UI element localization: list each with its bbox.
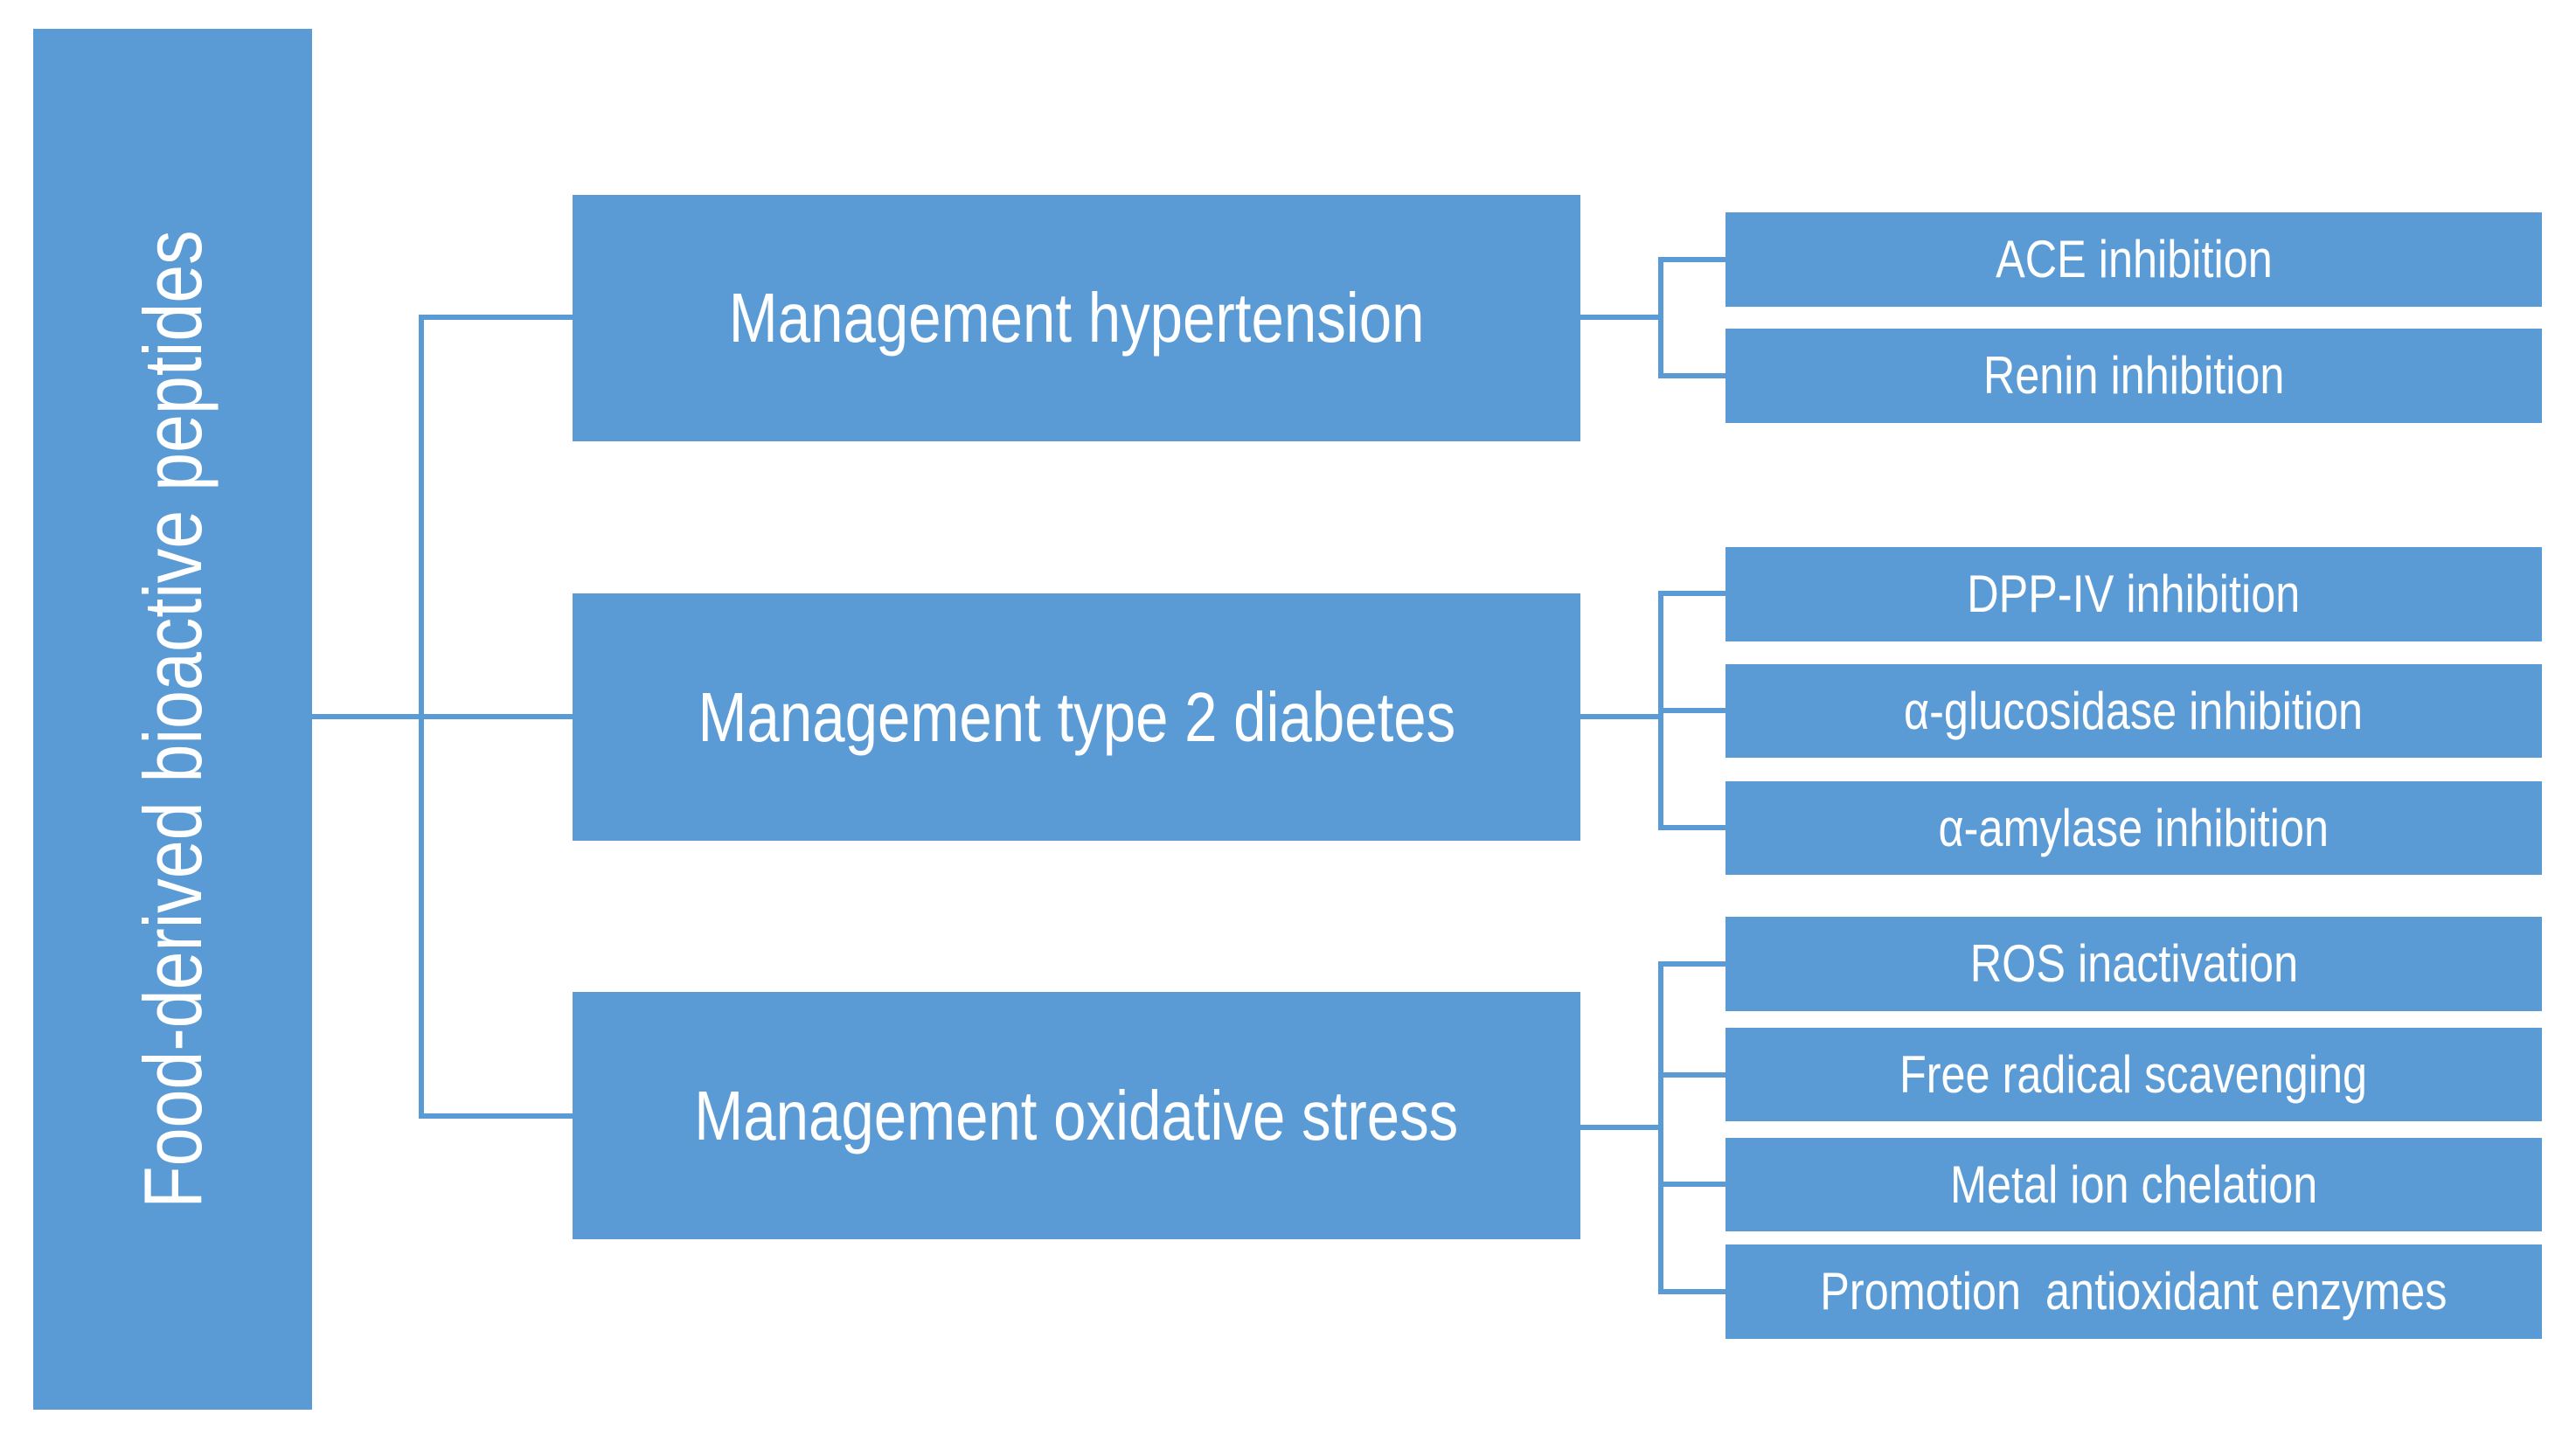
branch-node-label: Management type 2 diabetes	[698, 677, 1455, 756]
connector-to-ros-inactivation	[1658, 961, 1725, 967]
connector-root-to-trunk	[312, 714, 577, 719]
leaf-node-label: Promotion antioxidant enzymes	[1820, 1262, 2448, 1321]
connector-left-trunk	[419, 315, 424, 1119]
leaf-node-label: ACE inhibition	[1995, 230, 2273, 288]
connector-to-dpp-iv-inhibition	[1658, 591, 1725, 596]
connector-to-renin-inhibition	[1658, 373, 1725, 378]
leaf-node-ace-inhibition: ACE inhibition	[1725, 212, 2542, 307]
connector-to-glucosidase-inhibition	[1658, 708, 1725, 713]
branch-node-management-hypertension: Management hypertension	[573, 195, 1580, 441]
connector-oxidative-stub	[1580, 1125, 1661, 1130]
connector-to-free-radical-scavenging	[1658, 1072, 1725, 1078]
leaf-node-metal-ion-chelation: Metal ion chelation	[1725, 1138, 2542, 1231]
branch-node-label: Management oxidative stress	[694, 1076, 1459, 1154]
leaf-node-ros-inactivation: ROS inactivation	[1725, 917, 2542, 1011]
leaf-node-label: Renin inhibition	[1982, 346, 2285, 405]
leaf-node-label: ROS inactivation	[1969, 934, 2298, 993]
connector-to-ace-inhibition	[1658, 257, 1725, 262]
root-node-food-derived-bioactive-peptides: Food-derived bioactive peptides	[33, 29, 312, 1410]
leaf-node-dpp-iv-inhibition: DPP-IV inhibition	[1725, 547, 2542, 641]
leaf-node-glucosidase-inhibition: α-glucosidase inhibition	[1725, 664, 2542, 758]
connector-to-metal-ion-chelation	[1658, 1182, 1725, 1187]
connector-to-amylase-inhibition	[1658, 825, 1725, 830]
connector-oxidative-trunk	[1658, 961, 1663, 1294]
connector-trunk-to-oxidative	[419, 1113, 576, 1119]
leaf-node-free-radical-scavenging: Free radical scavenging	[1725, 1028, 2542, 1121]
leaf-node-label: α-glucosidase inhibition	[1904, 681, 2364, 740]
branch-node-management-oxidative-stress: Management oxidative stress	[573, 992, 1580, 1239]
connector-hypertension-trunk	[1658, 257, 1663, 378]
connector-trunk-to-hypertension	[419, 315, 576, 320]
leaf-node-label: Metal ion chelation	[1949, 1154, 2318, 1214]
leaf-node-amylase-inhibition: α-amylase inhibition	[1725, 781, 2542, 875]
leaf-node-label: Free radical scavenging	[1899, 1044, 2368, 1104]
connector-to-promotion-antioxidant-enzymes	[1658, 1289, 1725, 1294]
leaf-node-label: DPP-IV inhibition	[1967, 565, 2301, 623]
connector-diabetes-stub	[1580, 714, 1661, 719]
leaf-node-label: α-amylase inhibition	[1938, 798, 2330, 857]
branch-node-management-type-2-diabetes: Management type 2 diabetes	[573, 593, 1580, 841]
leaf-node-renin-inhibition: Renin inhibition	[1725, 329, 2542, 423]
branch-node-label: Management hypertension	[728, 279, 1425, 357]
connector-hypertension-stub	[1580, 315, 1661, 320]
leaf-node-promotion-antioxidant-enzymes: Promotion antioxidant enzymes	[1725, 1244, 2542, 1339]
root-node-label: Food-derived bioactive peptides	[126, 230, 219, 1209]
